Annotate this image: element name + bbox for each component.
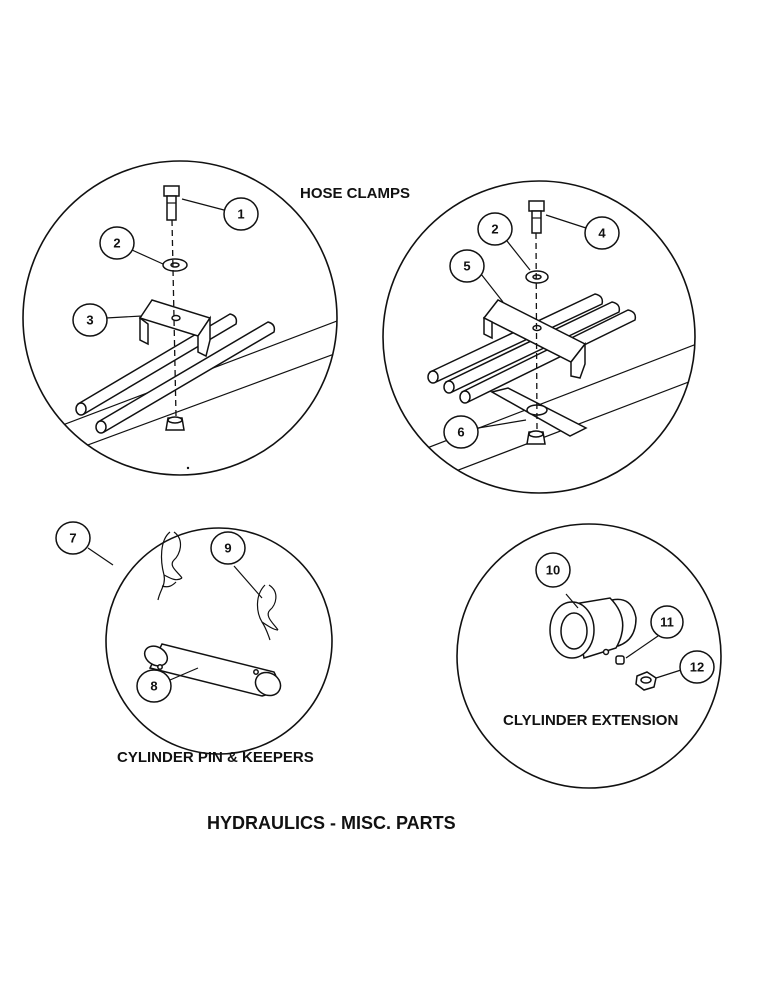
svg-text:7: 7 — [69, 531, 76, 546]
svg-text:2: 2 — [113, 236, 120, 251]
page-title: HYDRAULICS - MISC. PARTS — [207, 813, 456, 833]
cylinder-extension-view — [456, 523, 722, 789]
callout-3: 3 — [72, 303, 143, 337]
cylinder-pin-view — [105, 527, 333, 755]
svg-text:3: 3 — [86, 313, 93, 328]
svg-text:11: 11 — [660, 615, 674, 630]
svg-text:6: 6 — [457, 425, 464, 440]
callout-8: 8 — [136, 667, 199, 703]
callout-1: 1 — [181, 197, 259, 231]
svg-text:4: 4 — [598, 226, 606, 241]
cylinder-extension-label: CLYLINDER EXTENSION — [503, 712, 678, 729]
hose-clamp-view-right — [382, 180, 696, 494]
detail-circle-pin — [105, 527, 333, 755]
callout-2-right: 2 — [477, 212, 531, 271]
callout-2-left: 2 — [99, 226, 164, 265]
detail-circle-right — [382, 180, 696, 494]
callout-4: 4 — [545, 214, 620, 250]
svg-text:8: 8 — [150, 679, 157, 694]
callout-11: 11 — [625, 605, 684, 659]
svg-text:5: 5 — [463, 259, 470, 274]
svg-text:9: 9 — [224, 541, 231, 556]
callout-6: 6 — [443, 415, 527, 449]
detail-circle-extension — [456, 523, 722, 789]
svg-text:2: 2 — [491, 222, 498, 237]
detail-circle-left — [22, 160, 338, 476]
svg-text:10: 10 — [546, 563, 560, 578]
hose-clamps-label: HOSE CLAMPS — [300, 185, 410, 202]
svg-text:1: 1 — [237, 207, 244, 222]
cylinder-pin-label: CYLINDER PIN & KEEPERS — [117, 749, 314, 766]
callout-9: 9 — [210, 531, 263, 599]
callout-5: 5 — [449, 249, 504, 303]
callout-10: 10 — [535, 552, 579, 609]
hose-clamp-view-left — [22, 160, 338, 476]
callout-12: 12 — [655, 650, 715, 684]
svg-text:12: 12 — [690, 660, 704, 675]
callout-7: 7 — [55, 521, 114, 566]
